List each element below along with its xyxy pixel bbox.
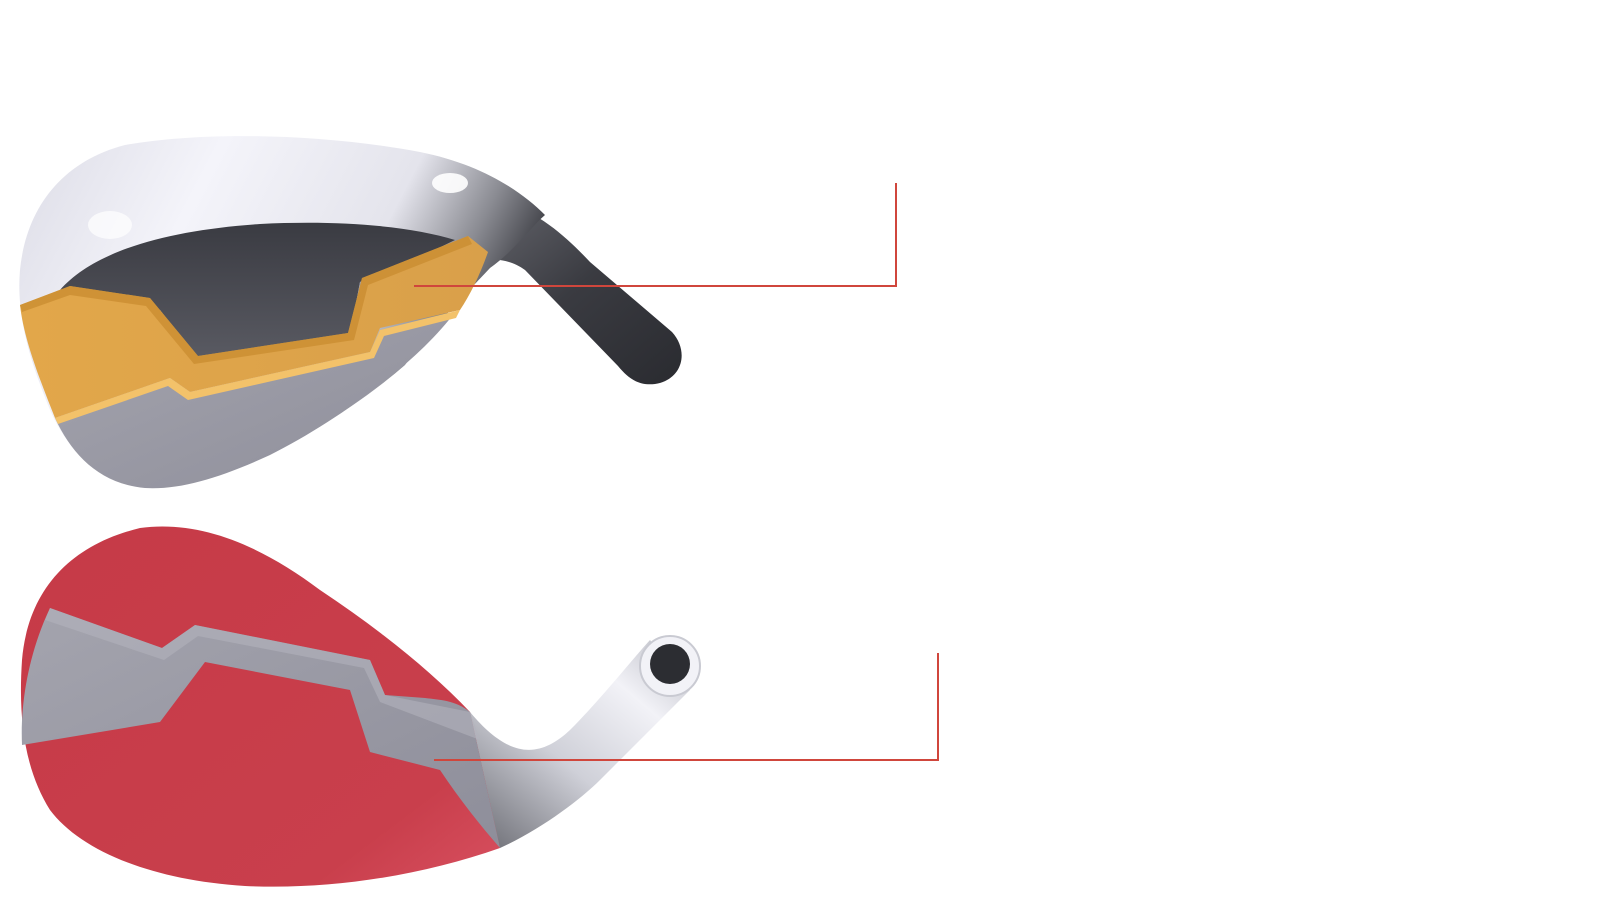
face-view-head	[20, 526, 701, 887]
face-gray-insert	[21, 608, 500, 848]
face-hosel-tube	[445, 640, 690, 848]
hosel-opening-bore	[650, 644, 690, 684]
face-body	[20, 526, 501, 887]
back-cavity	[60, 222, 455, 362]
gold-insert-edge	[55, 310, 460, 424]
back-view-head	[19, 136, 682, 489]
callout-line-gold-insert	[414, 183, 897, 287]
callouts	[414, 183, 939, 761]
back-head-highlight-2	[88, 211, 132, 239]
back-head-highlight	[432, 173, 468, 193]
callout-line-hosel-neck	[434, 653, 939, 761]
gold-insert-bevel	[20, 236, 472, 364]
